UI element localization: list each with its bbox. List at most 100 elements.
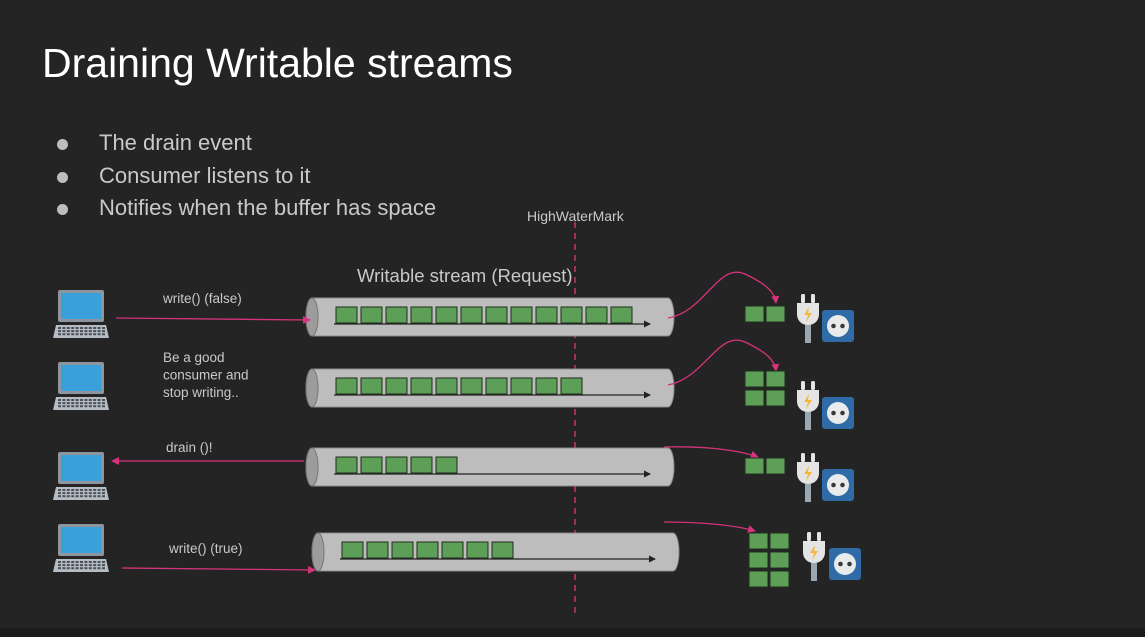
laptop-key bbox=[62, 333, 66, 336]
laptop-key bbox=[93, 561, 97, 563]
outlet-hole bbox=[831, 482, 836, 488]
laptop-key bbox=[58, 489, 61, 491]
consumed-chunk bbox=[769, 532, 790, 550]
laptop-key bbox=[102, 333, 105, 336]
laptop-key bbox=[88, 402, 92, 405]
plug-cable bbox=[805, 412, 811, 430]
buffer-chunk bbox=[510, 306, 533, 324]
laptop-key bbox=[62, 564, 66, 567]
bottom-bar bbox=[0, 628, 1145, 637]
laptop-key bbox=[97, 489, 101, 491]
buffer-chunk bbox=[535, 306, 558, 324]
buffer-chunk bbox=[341, 541, 364, 559]
laptop-key bbox=[88, 399, 92, 401]
consume-arrow bbox=[663, 521, 756, 533]
laptop-key bbox=[75, 564, 79, 567]
laptop-key bbox=[58, 564, 61, 567]
power-plug-icon bbox=[797, 453, 819, 502]
laptop-key bbox=[66, 495, 70, 498]
laptop-key bbox=[84, 561, 88, 563]
laptop-key bbox=[62, 492, 66, 495]
laptop-key bbox=[80, 330, 83, 333]
laptop-key bbox=[71, 561, 75, 563]
plug-prong bbox=[807, 532, 811, 541]
laptop-key bbox=[58, 402, 61, 405]
buffer-chunk bbox=[460, 306, 483, 324]
laptop-key bbox=[71, 405, 75, 408]
laptop-key bbox=[80, 333, 83, 336]
consumed-chunk bbox=[744, 457, 765, 475]
outlet-hole bbox=[847, 561, 852, 567]
laptop-key bbox=[102, 402, 105, 405]
laptop-screen bbox=[61, 527, 101, 553]
outlet-face bbox=[827, 474, 849, 496]
bullet-item: Consumer listens to it bbox=[56, 163, 436, 196]
message-line: Be a good bbox=[163, 350, 225, 365]
buffer-chunk bbox=[435, 456, 458, 474]
buffer-chunk bbox=[335, 377, 358, 395]
buffer-chunk bbox=[510, 377, 533, 395]
bolt-icon bbox=[804, 466, 812, 481]
laptop-key bbox=[71, 564, 75, 567]
laptop-key bbox=[97, 402, 101, 405]
laptop-key bbox=[71, 399, 75, 401]
outlet-hole bbox=[840, 482, 845, 488]
laptop-key bbox=[66, 399, 70, 401]
bullet-dot bbox=[57, 171, 68, 183]
buffer-chunk bbox=[360, 377, 383, 395]
laptop-key bbox=[66, 405, 70, 408]
laptop-key bbox=[58, 399, 61, 401]
buffer-chunk bbox=[410, 377, 433, 395]
consumed-chunk bbox=[769, 570, 790, 588]
consume-arrow bbox=[667, 339, 780, 386]
write-arrow bbox=[115, 315, 311, 324]
laptop-key bbox=[102, 492, 105, 495]
laptop-key bbox=[66, 492, 70, 495]
buffer-chunk bbox=[366, 541, 389, 559]
buffer-chunk bbox=[385, 456, 408, 474]
plug-prong bbox=[801, 294, 805, 303]
laptop-key bbox=[62, 405, 66, 408]
stream-label: Writable stream (Request) bbox=[357, 265, 573, 286]
buffer-chunk bbox=[385, 377, 408, 395]
consumed-chunk bbox=[765, 457, 786, 475]
laptop-screen bbox=[61, 365, 101, 391]
laptop-key bbox=[75, 399, 79, 401]
consumed-chunk bbox=[765, 389, 786, 407]
laptop-key bbox=[93, 402, 97, 405]
message-line: write() (true) bbox=[168, 541, 243, 556]
bolt-icon bbox=[804, 394, 812, 409]
laptop-key bbox=[97, 492, 101, 495]
laptop-key bbox=[93, 495, 97, 498]
buffer-chunk bbox=[491, 541, 514, 559]
tube-opening bbox=[305, 447, 319, 487]
consumed-chunk bbox=[765, 370, 786, 388]
power-outlet-icon bbox=[822, 469, 854, 501]
laptop-key bbox=[102, 327, 105, 329]
laptop-key bbox=[80, 489, 83, 491]
laptop-key bbox=[58, 492, 61, 495]
write-arrow bbox=[121, 565, 316, 574]
laptop-key bbox=[88, 495, 92, 498]
power-outlet-icon bbox=[829, 548, 861, 580]
laptop-key bbox=[80, 495, 83, 498]
laptop-key bbox=[66, 330, 70, 333]
message-label: write() (true) bbox=[168, 541, 243, 556]
laptop-key bbox=[84, 333, 88, 336]
outlet-hole bbox=[838, 561, 843, 567]
laptop-key bbox=[58, 327, 61, 329]
laptop-key bbox=[97, 495, 101, 498]
outlet-hole bbox=[831, 410, 836, 416]
buffer-chunk bbox=[360, 306, 383, 324]
laptop-key bbox=[93, 399, 97, 401]
laptop-key bbox=[75, 327, 79, 329]
tube-opening bbox=[305, 297, 319, 337]
laptop-key bbox=[71, 330, 75, 333]
laptop-key bbox=[84, 399, 88, 401]
laptop-key bbox=[71, 567, 75, 570]
buffer-chunk bbox=[485, 377, 508, 395]
laptop-screen bbox=[61, 293, 101, 319]
